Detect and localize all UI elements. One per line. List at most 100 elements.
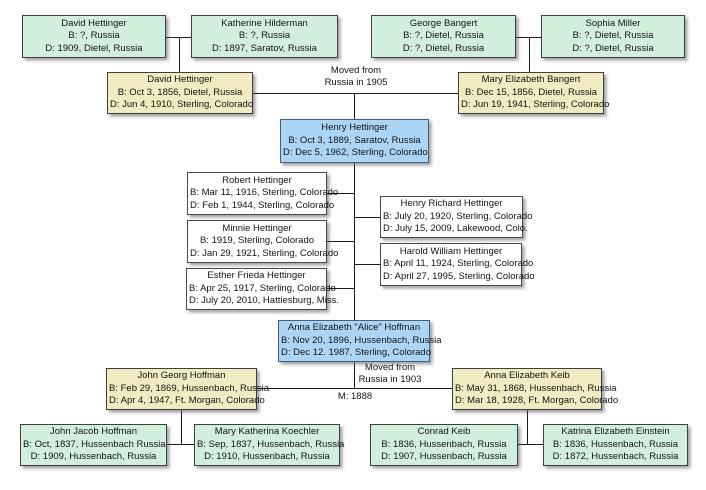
person-birth: B: Mar 11, 1916, Sterling, Colorado [190,187,339,199]
person-name: Katherine Hilderman [221,17,308,29]
connector-couple-hettinger-parents [253,93,458,94]
person-birth: B: May 31, 1868, Hussenbach, Russia [455,382,617,394]
connector-couple-hoffman-grandparents [167,444,194,445]
person-box-conrad-keib: Conrad Keib B: 1836, Hussenbach, Russia … [370,424,518,466]
person-birth: B: Oct 3, 1889, Saratov, Russia [288,134,421,146]
connector-child-esther [327,288,355,289]
person-name: Minnie Hettinger [222,222,292,234]
person-death: D: 1909, Hussenbach, Russia [30,451,157,463]
person-box-henry-hettinger: Henry Hettinger B: Oct 3, 1889, Saratov,… [280,119,429,163]
connector-couple-keib-grandparents [518,444,543,445]
connector-descent-david-hettinger [179,37,180,72]
person-death: D: Feb 1, 1944, Sterling, Colorado [190,199,335,211]
person-death: D: 1909, Dietel, Russia [45,42,143,54]
person-name: Conrad Keib [417,426,471,438]
person-name: John Jacob Hoffman [50,426,137,438]
person-box-mary-katherina-koechler: Mary Katherina Koechler B: Sep, 1837, Hu… [194,424,345,466]
connector-child-minnie [327,241,355,242]
person-name: John Georg Hoffman [137,370,226,382]
person-death: D: 1910, Hussenbach, Russia [204,451,330,463]
connector-descent-john-georg [181,410,182,444]
connector-descent-anna-hoffman [354,362,355,388]
person-birth: B: Sep, 1837, Hussenbach, Russia [197,438,345,450]
person-birth: B: April 11, 1924, Sterling, Colorado [383,258,534,270]
person-death: D: Dec 12. 1987, Sterling, Colorado [281,347,431,359]
person-birth: B: Oct 3, 1856, Dietel, Russia [117,86,243,98]
person-birth: B: ?, Dietel, Russia [403,30,484,42]
person-birth: B: ?, Russia [68,30,120,42]
person-box-john-jacob-hoffman: John Jacob Hoffman B: Oct, 1837, Hussenb… [20,424,167,466]
person-box-david-hettinger: David Hettinger B: Oct 3, 1856, Dietel, … [107,72,253,114]
person-death: D: April 27, 1995, Sterling, Colorado [383,270,535,282]
connector-descent-henry-hettinger [354,93,355,119]
connector-descent-mary-bangert [529,37,530,72]
person-birth: B: 1836, Hussenbach, Russia [552,438,679,450]
person-death: D: July 15, 2009, Lakewood, Colo. [383,223,528,235]
person-death: D: Dec 5, 1962, Sterling, Colorado [283,147,428,159]
person-death: D: 1907, Hussenbach, Russia [381,451,507,463]
person-name: David Hettinger [147,74,213,86]
connector-child-henry-richard [354,217,380,218]
person-box-sophia-miller: Sophia Miller B: ?, Dietel, Russia D: ?,… [541,15,685,58]
person-name: Anna Elizabeth Keib [484,370,570,382]
annotation-line: Moved from [330,65,382,76]
person-box-mary-elizabeth-bangert: Mary Elizabeth Bangert B: Dec 15, 1856, … [458,72,610,114]
person-birth: B: July 20, 1920, Sterling, Colorado [383,210,533,222]
person-death: D: Jun 4, 1910, Sterling, Colorado [110,99,254,111]
person-death: D: Apr 4, 1947, Ft. Morgan, Colorado [109,395,265,407]
person-name: Katrina Elizabeth Einstein [561,426,670,438]
connector-couple-hoffman-parents [257,388,452,389]
person-death: D: 1872, Hussenbach, Russia [552,451,679,463]
person-death: D: ?, Dietel, Russia [402,42,485,54]
person-birth: B: Apr 25, 1917, Sterling, Colorado [189,282,336,294]
annotation-line: Moved from [364,362,416,373]
person-name: Robert Hettinger [222,174,292,186]
person-box-minnie-hettinger: Minnie Hettinger B: 1919, Sterling, Colo… [187,220,338,263]
annotation-moved-1905: Moved from Russia in 1905 [306,65,406,88]
person-box-anna-elizabeth-alice-hoffman: Anna Elizabeth "Alice" Hoffman B: Nov 20… [278,320,442,362]
person-box-katherine-hilderman: Katherine Hilderman B: ?, Russia D: 1897… [191,15,338,58]
person-name: Mary Elizabeth Bangert [481,74,581,86]
person-death: D: Jun 19, 1941, Sterling, Colorado [461,99,610,111]
person-birth: B: 1919, Sterling, Colorado [199,235,315,247]
person-box-david-hettinger-elder: David Hettinger B: ?, Russia D: 1909, Di… [22,15,166,58]
person-name: Henry Hettinger [321,122,388,134]
person-birth: B: Nov 20, 1896, Hussenbach, Russia [281,334,442,346]
person-death: D: ?, Dietel, Russia [572,42,654,54]
person-box-anna-elizabeth-keib: Anna Elizabeth Keib B: May 31, 1868, Hus… [452,368,619,410]
person-name: Sophia Miller [585,17,641,29]
connector-descent-anna-keib [527,410,528,444]
person-birth: B: 1836, Hussenbach, Russia [381,438,507,450]
annotation-moved-1903: Moved from Russia in 1903 [358,362,422,385]
person-name: Harold William Hettinger [399,245,503,257]
person-birth: B: Dec 15, 1856, Dietel, Russia [464,86,597,98]
person-name: George Bangert [409,17,478,29]
person-name: Henry Richard Hettinger [400,198,503,210]
person-birth: B: Feb 29, 1869, Hussenbach, Russia [109,382,270,394]
annotation-line: Russia in 1903 [358,373,422,385]
person-box-esther-frieda-hettinger: Esther Frieda Hettinger B: Apr 25, 1917,… [186,268,339,310]
person-name: Anna Elizabeth "Alice" Hoffman [287,322,421,334]
annotation-marriage-year: M: 1888 [337,391,373,402]
person-birth: B: ?, Russia [238,30,291,42]
person-birth: B: ?, Dietel, Russia [572,30,654,42]
connector-child-robert [327,193,355,194]
person-name: Mary Katherina Koechler [214,426,320,438]
person-box-henry-richard-hettinger: Henry Richard Hettinger B: July 20, 1920… [380,196,533,238]
connector-child-harold [354,264,380,265]
person-name: David Hettinger [61,17,127,29]
person-box-robert-hettinger: Robert Hettinger B: Mar 11, 1916, Sterli… [187,172,339,215]
annotation-line: Russia in 1905 [324,76,388,88]
person-birth: B: Oct, 1837, Hussenbach Russia [23,438,166,450]
person-name: Esther Frieda Hettinger [207,270,306,282]
person-box-harold-william-hettinger: Harold William Hettinger B: April 11, 19… [380,243,535,286]
connector-couple-bangert-grandparents [516,37,541,38]
person-box-katrina-elizabeth-einstein: Katrina Elizabeth Einstein B: 1836, Huss… [543,424,688,466]
person-death: D: July 20, 2010, Hattiesburg, Miss. [189,295,339,307]
person-death: D: 1897, Saratov, Russia [212,42,317,54]
connector-couple-hettinger-grandparents [166,37,191,38]
person-box-george-bangert: George Bangert B: ?, Dietel, Russia D: ?… [371,15,516,58]
person-box-john-georg-hoffman: John Georg Hoffman B: Feb 29, 1869, Huss… [106,368,270,410]
person-death: D: Mar 18, 1928, Ft. Morgan, Colorado [455,395,619,407]
